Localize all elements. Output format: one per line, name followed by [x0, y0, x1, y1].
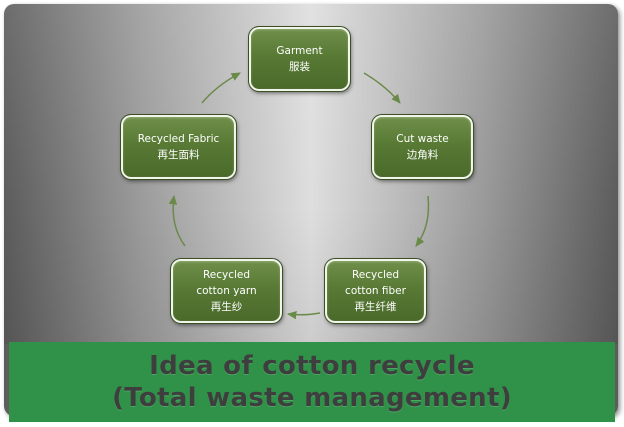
node-cut-waste-en: Cut waste	[396, 133, 449, 145]
node-recycled-fabric-zh: 再生面料	[157, 149, 200, 161]
node-garment: Garment 服装	[248, 26, 351, 92]
node-recycled-fiber-en-line1: Recycled	[351, 269, 400, 281]
node-recycled-fabric-en: Recycled Fabric	[137, 133, 220, 145]
node-cut-waste-zh: 边角料	[406, 149, 439, 161]
title-banner: Idea of cotton recycle (Total waste mana…	[9, 342, 615, 422]
banner-title: Idea of cotton recycle	[149, 351, 475, 381]
node-garment-en: Garment	[276, 45, 323, 57]
arrow-garment-to-cut-waste	[363, 72, 401, 104]
node-recycled-fiber: Recycled cotton fiber 再生纤维	[324, 258, 427, 324]
node-recycled-fiber-en-line2: cotton fiber	[345, 285, 406, 297]
arrow-cut-waste-to-fiber	[415, 195, 430, 247]
node-recycled-fiber-zh: 再生纤维	[354, 301, 397, 313]
node-recycled-yarn-zh: 再生纱	[210, 301, 243, 313]
node-cut-waste: Cut waste 边角料	[371, 114, 474, 180]
arrow-fiber-to-yarn	[286, 310, 321, 320]
node-recycled-yarn-en-line2: cotton yarn	[196, 285, 257, 297]
node-recycled-yarn: Recycled cotton yarn 再生纱	[170, 258, 283, 324]
arrow-fabric-to-garment	[201, 72, 241, 104]
arrow-yarn-to-fabric	[168, 194, 186, 247]
cycle-arrows	[168, 72, 430, 320]
node-garment-zh: 服装	[289, 61, 310, 73]
node-recycled-yarn-en-line1: Recycled	[202, 269, 251, 281]
banner-subtitle: (Total waste management)	[112, 383, 512, 413]
node-recycled-fabric: Recycled Fabric 再生面料	[120, 114, 237, 180]
